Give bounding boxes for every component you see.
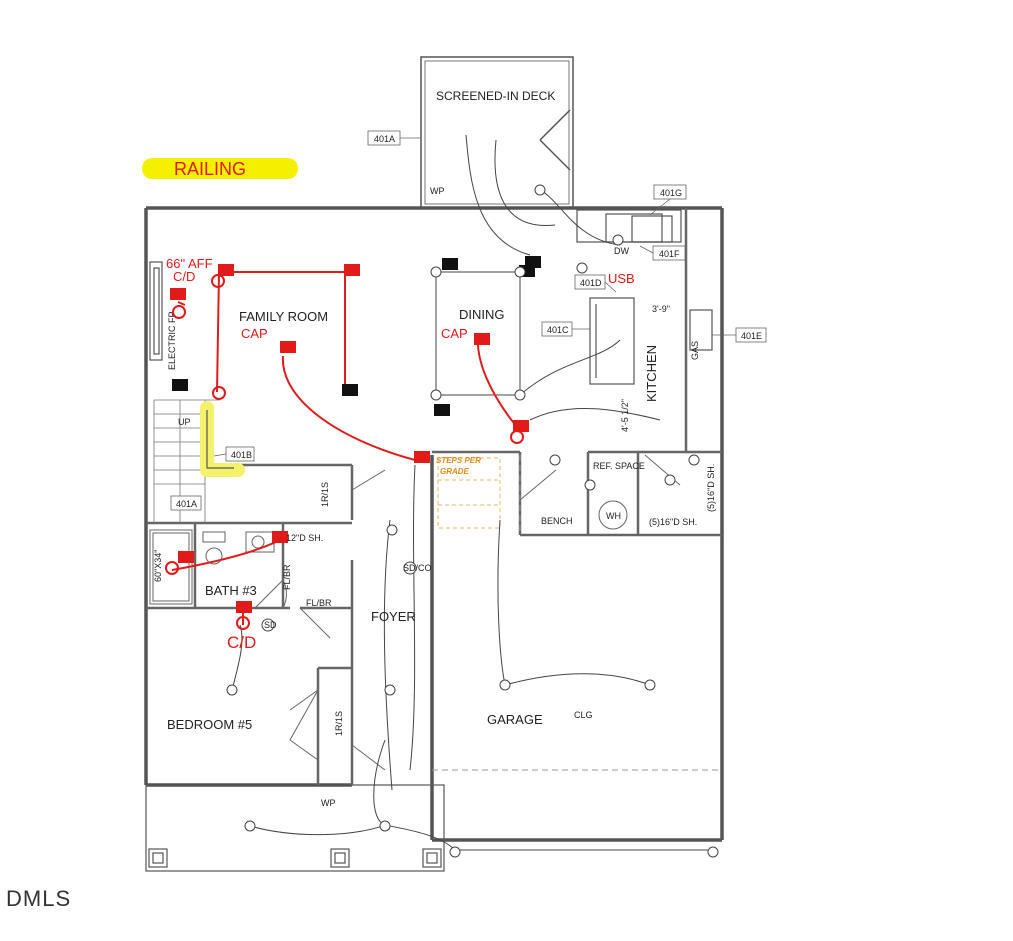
- red-circles: [165, 274, 524, 630]
- porch-outline: [145, 784, 445, 872]
- ris-label-1: 1R/1S: [320, 482, 330, 507]
- garage-dashed-lines: [432, 455, 722, 771]
- deck-label: SCREENED-IN DECK: [436, 89, 555, 103]
- water-heater: [598, 500, 628, 530]
- wp-top-label: WP: [430, 186, 445, 196]
- deck-outline: [420, 56, 574, 209]
- foyer-label: FOYER: [371, 609, 416, 624]
- garage-label: GARAGE: [487, 712, 543, 727]
- stairs-up-label: UP: [178, 417, 191, 427]
- dim-45-label: 4'-5 1/2": [620, 399, 630, 432]
- dining-label: DINING: [459, 307, 505, 322]
- railing-label: RAILING: [174, 159, 246, 179]
- tag-boxes: [170, 130, 767, 511]
- red-devices: [170, 264, 529, 613]
- tag-401e: 401E: [741, 331, 762, 341]
- dmls-watermark: DMLS: [6, 886, 71, 911]
- wp-bottom-label: WP: [321, 798, 336, 808]
- tag-leaders: [213, 137, 736, 457]
- wiring-red: [171, 271, 521, 625]
- usb-label: USB: [608, 271, 635, 286]
- steps-per-label: STEPS PER: [436, 456, 481, 465]
- bath-label: BATH #3: [205, 583, 257, 598]
- light-fixtures: [226, 184, 719, 858]
- cap-dining-label: CAP: [441, 326, 468, 341]
- tag-401d: 401D: [580, 278, 602, 288]
- flbr-label-2: FL/BR: [306, 598, 332, 608]
- cap-family-label: CAP: [241, 326, 268, 341]
- cd-family-label: C/D: [173, 269, 195, 284]
- family-room-label: FAMILY ROOM: [239, 309, 328, 324]
- dw-label: DW: [614, 246, 629, 256]
- shelf-5-16-label: (5)16"D SH.: [649, 517, 697, 527]
- interior-walls: [146, 208, 722, 785]
- tag-401g: 401G: [660, 188, 682, 198]
- tag-401a-deck: 401A: [374, 134, 395, 144]
- wh-label: WH: [606, 511, 621, 521]
- cd-bath-label: C/D: [227, 633, 256, 652]
- bench-label: BENCH: [541, 516, 573, 526]
- kitchen-label: KITCHEN: [644, 345, 659, 402]
- shelf-12-label: 12"D SH.: [286, 533, 323, 543]
- sd-label: SD: [264, 620, 277, 630]
- kitchen-island: [576, 209, 713, 385]
- tag-401f: 401F: [659, 249, 680, 259]
- black-devices: [172, 256, 541, 416]
- railing-highlight: [142, 158, 298, 179]
- bedroom-label: BEDROOM #5: [167, 717, 252, 732]
- tag-401b: 401B: [231, 450, 252, 460]
- dim-39-label: 3'-9": [652, 304, 670, 314]
- flbr-label-1: FL/BR: [282, 564, 292, 590]
- grade-label: GRADE: [440, 467, 470, 476]
- tub-size-label: 60"X34": [153, 550, 163, 582]
- shelf-5-16-vertical-label: (5)16"D SH.: [706, 464, 716, 512]
- ris-label-2: 1R/1S: [334, 711, 344, 736]
- electric-fp-label: ELECTRIC FP: [167, 311, 177, 370]
- ref-space-label: REF. SPACE: [593, 461, 645, 471]
- gas-label: GAS: [690, 341, 700, 360]
- clg-label: CLG: [574, 710, 593, 720]
- tag-401c: 401C: [547, 325, 569, 335]
- tag-401a-stair: 401A: [176, 499, 197, 509]
- sdco-label: SD/CO: [403, 563, 432, 573]
- garage-steps: [437, 457, 501, 529]
- aff-label: 66" AFF: [166, 256, 213, 271]
- electric-fireplace: [149, 261, 163, 361]
